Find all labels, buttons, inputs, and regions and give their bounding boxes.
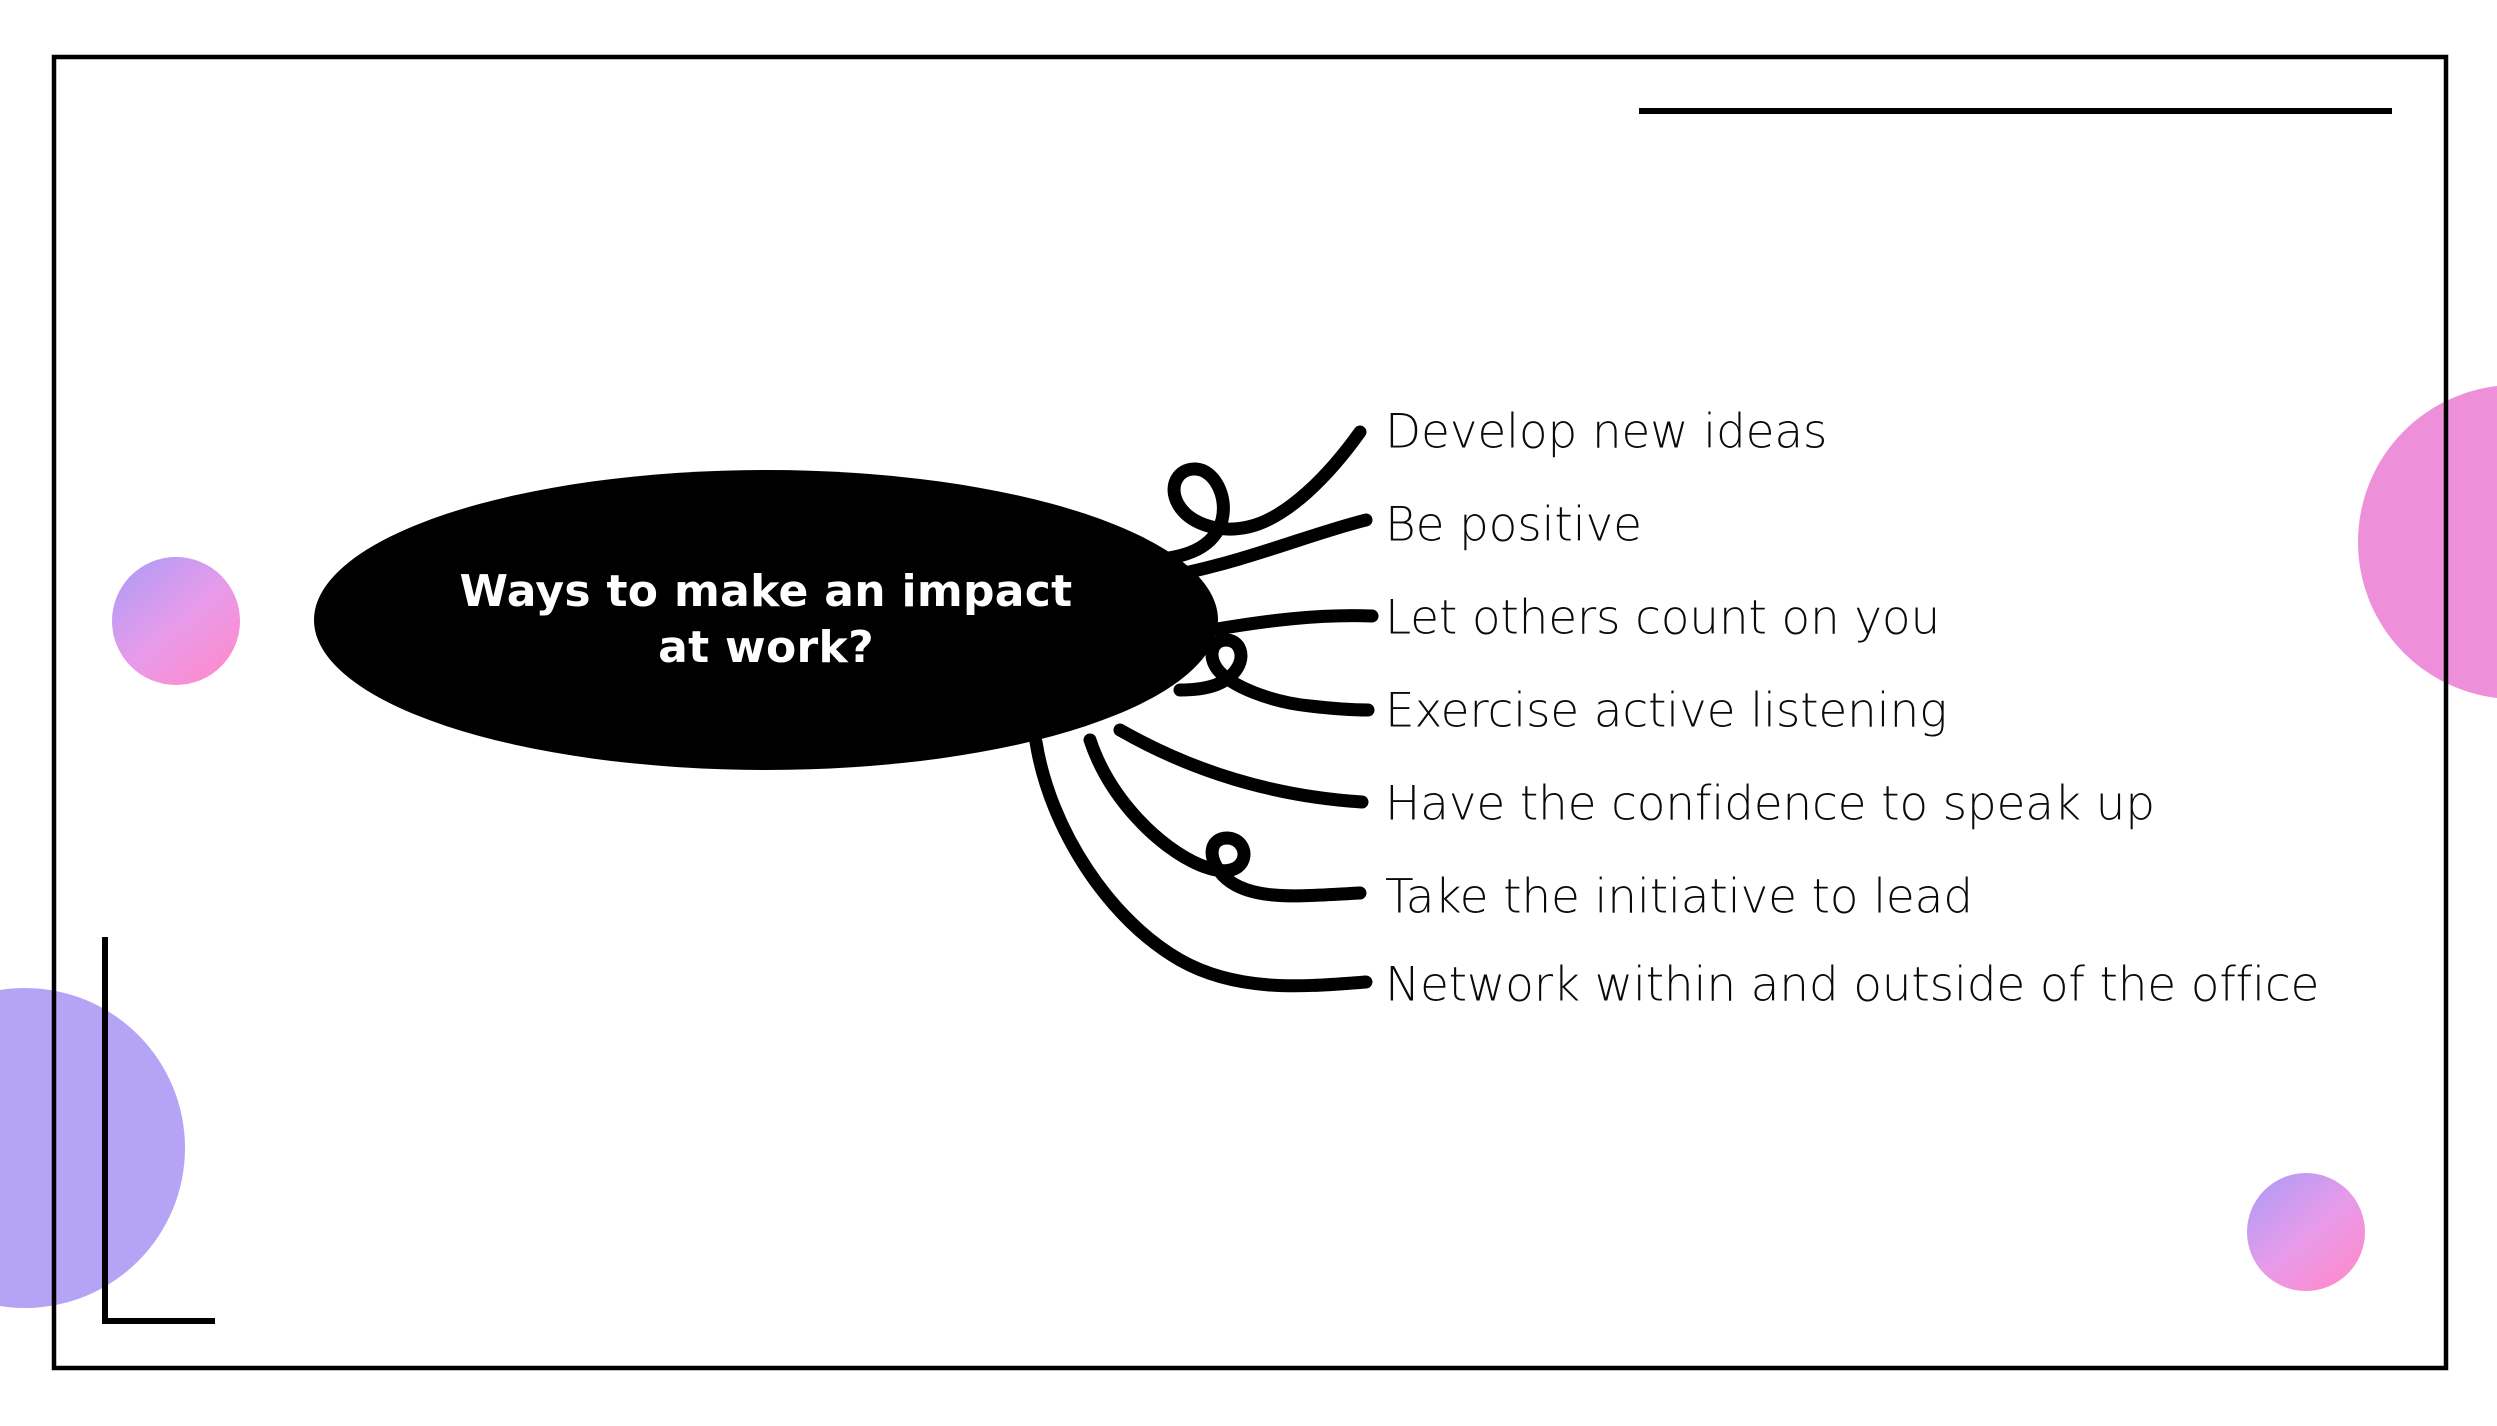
slide-frame-border	[51, 54, 2449, 1371]
small-gradient-circle-left	[112, 557, 240, 685]
large-purple-circle-left	[0, 988, 185, 1308]
branch-connector-6	[1083, 733, 1367, 903]
center-node-ellipse[interactable]	[314, 470, 1218, 770]
branch-connector-4	[1173, 633, 1375, 717]
branch-label-2[interactable]: Be positive	[1385, 497, 1642, 553]
branch-connector-5	[1113, 723, 1369, 809]
branch-label-7[interactable]: Network within and outside of the office	[1385, 957, 2320, 1013]
branch-connectors	[1029, 425, 1379, 993]
branch-connector-1	[1133, 425, 1367, 567]
branch-label-5[interactable]: Have the confidence to speak up	[1385, 776, 2155, 832]
branch-label-6[interactable]: Take the initiative to lead	[1385, 869, 1973, 925]
branch-connector-7	[1029, 735, 1373, 993]
branch-connector-3	[1193, 609, 1379, 639]
branch-label-3[interactable]: Let others count on you	[1385, 590, 1941, 646]
branch-label-1[interactable]: Develop new ideas	[1385, 404, 1828, 460]
left-corner-rule	[102, 937, 215, 1324]
branch-label-4[interactable]: Exercise active listening	[1385, 683, 1948, 739]
small-gradient-circle-bottom	[2247, 1173, 2365, 1291]
pink-circle-right	[2358, 386, 2497, 698]
branch-connector-2	[1168, 513, 1373, 582]
